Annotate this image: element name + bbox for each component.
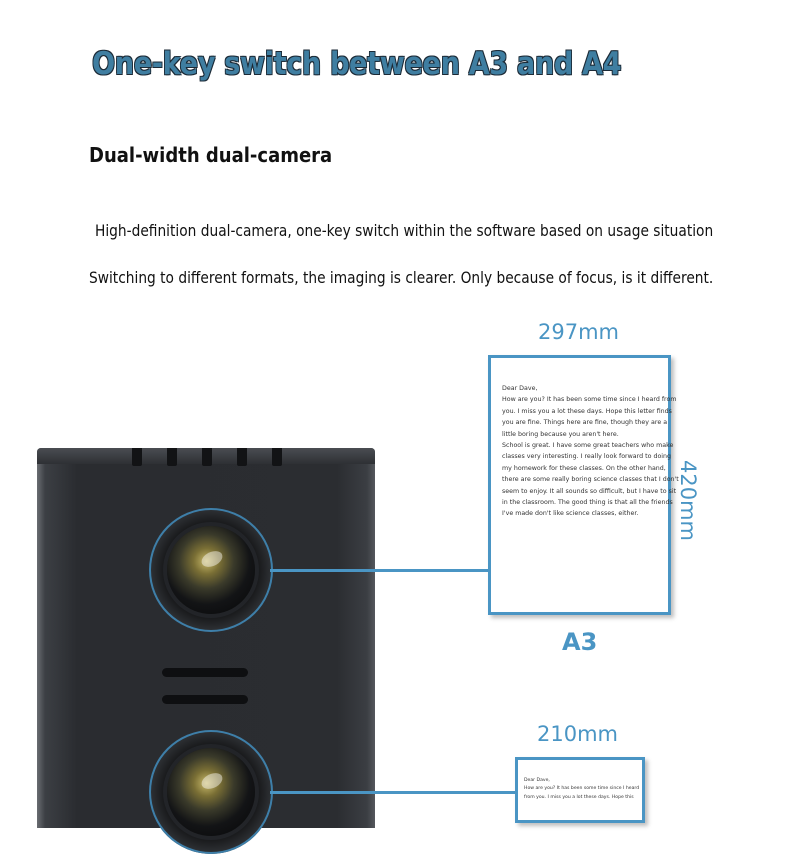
connector-line-a3 [270, 569, 492, 572]
a3-format-label: A3 [562, 628, 598, 656]
a4-letter-text: Dear Dave, How are you? It has been some… [524, 778, 640, 800]
vent-slot [237, 448, 247, 466]
description-line-1: High-definition dual-camera, one-key swi… [95, 221, 714, 240]
description-line-2: Switching to different formats, the imag… [89, 268, 714, 287]
vent-slot [272, 448, 282, 466]
connector-line-a4 [270, 791, 518, 794]
a3-sheet: Dear Dave, How are you? It has been some… [488, 355, 679, 615]
vent-slot [132, 448, 142, 466]
camera-lens-lower-icon [149, 730, 273, 854]
a3-height-label: 420mm [676, 460, 700, 541]
subhead: Dual-width dual-camera [89, 143, 333, 167]
camera-lens-upper-icon [149, 508, 273, 632]
speaker-slot [162, 695, 248, 704]
a4-sheet: Dear Dave, How are you? It has been some… [515, 757, 645, 823]
a3-width-label: 297mm [538, 320, 619, 344]
a4-width-label: 210mm [537, 722, 618, 746]
speaker-slot [162, 668, 248, 677]
vent-slot [202, 448, 212, 466]
dual-camera-device [37, 448, 375, 854]
vent-slot [167, 448, 177, 466]
headline: One-key switch between A3 and A4 [92, 46, 622, 82]
a3-letter-text: Dear Dave, How are you? It has been some… [502, 385, 679, 518]
